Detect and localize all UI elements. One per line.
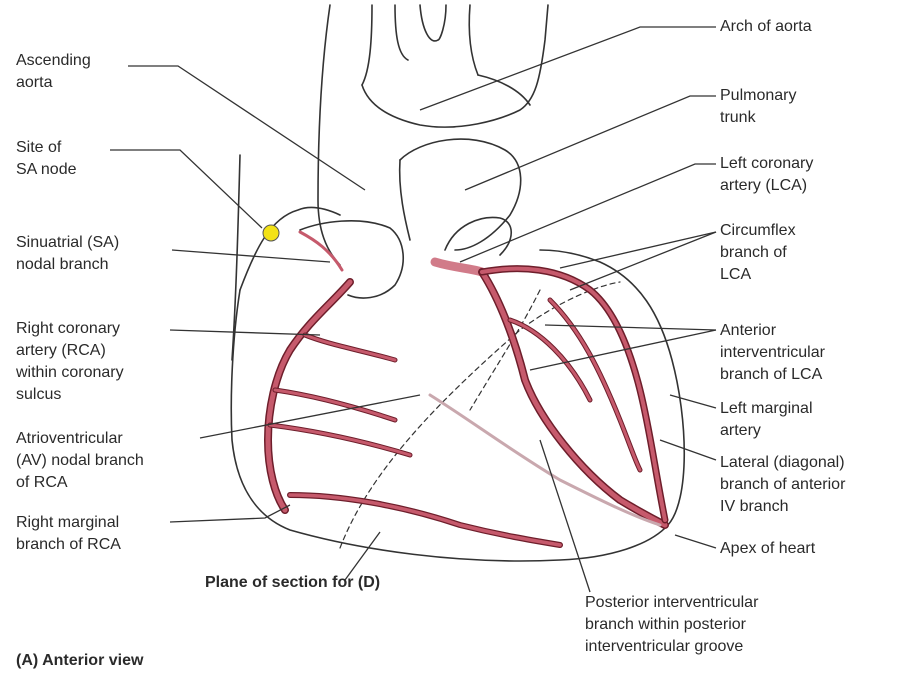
leader-line bbox=[465, 96, 716, 190]
caption-anterior-view: (A) Anterior view bbox=[16, 650, 143, 672]
leader-line bbox=[420, 27, 716, 110]
right-marginal-branch bbox=[290, 495, 560, 545]
aorta-outline bbox=[318, 5, 340, 265]
vessel-outline bbox=[438, 5, 446, 40]
vena-cava-outline bbox=[232, 155, 240, 360]
aorta-outline bbox=[362, 5, 548, 127]
label-apex: Apex of heart bbox=[720, 538, 815, 560]
circumflex-branch bbox=[482, 269, 665, 520]
label-left-marginal: Left marginal artery bbox=[720, 398, 813, 442]
pulmonary-trunk-outline bbox=[400, 160, 410, 240]
leader-line bbox=[675, 535, 716, 548]
leader-line bbox=[172, 250, 330, 262]
leader-line bbox=[670, 395, 716, 408]
label-right-marginal: Right marginal branch of RCA bbox=[16, 512, 121, 556]
aorta-outline bbox=[478, 75, 530, 105]
rca-branch bbox=[305, 335, 395, 360]
sa-nodal-branch bbox=[300, 232, 342, 270]
sa-node-marker bbox=[263, 225, 279, 241]
label-posterior-iv: Posterior interventricular branch within… bbox=[585, 592, 758, 658]
label-site-sa-node: Site of SA node bbox=[16, 137, 77, 181]
leader-line bbox=[660, 440, 716, 460]
left-coronary-artery bbox=[435, 262, 482, 272]
label-lateral-diagonal: Lateral (diagonal) branch of anterior IV… bbox=[720, 452, 845, 518]
label-av-nodal-branch: Atrioventricular (AV) nodal branch of RC… bbox=[16, 428, 144, 494]
pulmonary-trunk-outline bbox=[400, 139, 521, 250]
vessel-outline bbox=[362, 5, 372, 85]
label-arch-of-aorta: Arch of aorta bbox=[720, 16, 812, 38]
vessel-outline bbox=[420, 5, 438, 41]
vessel-outline bbox=[469, 5, 478, 75]
leader-line bbox=[170, 330, 320, 335]
label-lca: Left coronary artery (LCA) bbox=[720, 153, 813, 197]
label-sa-nodal-branch: Sinuatrial (SA) nodal branch bbox=[16, 232, 119, 276]
right-auricle bbox=[300, 221, 403, 298]
label-anterior-iv: Anterior interventricular branch of LCA bbox=[720, 320, 825, 386]
vessel-outline bbox=[395, 5, 408, 60]
label-pulmonary-trunk: Pulmonary trunk bbox=[720, 85, 796, 129]
label-rca: Right coronary artery (RCA) within coron… bbox=[16, 318, 124, 406]
label-ascending-aorta: Ascending aorta bbox=[16, 50, 91, 94]
label-plane-of-section: Plane of section for (D) bbox=[205, 572, 380, 594]
label-circumflex: Circumflex branch of LCA bbox=[720, 220, 796, 286]
leader-line bbox=[128, 66, 365, 190]
